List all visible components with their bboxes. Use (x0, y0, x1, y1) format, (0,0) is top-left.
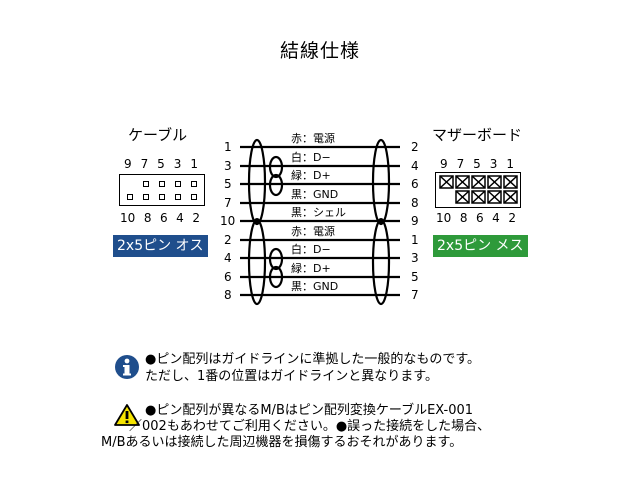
left-pin-label: 6 (224, 270, 232, 284)
right-pin-label: 7 (411, 288, 419, 302)
pin-square (191, 181, 197, 187)
wire-label-red-power: 赤：電源 (291, 132, 335, 145)
pin-square (143, 194, 149, 200)
pin-number: 3 (173, 157, 182, 171)
pin-square (159, 194, 165, 200)
pin-number: 2 (192, 211, 200, 225)
right-pin-label: 6 (411, 177, 419, 191)
wire-label-green-dplus: 緑：D+ (291, 262, 331, 275)
right-pin-label: 2 (411, 140, 419, 154)
pin-number: 7 (140, 157, 149, 171)
info-note-line2: ただし、1番の位置はガイドラインと異なります。 (145, 369, 438, 384)
pin-number: 8 (143, 211, 152, 225)
left-pin-label: 4 (224, 251, 232, 265)
pin-square (127, 194, 133, 200)
info-icon (115, 355, 139, 379)
pin-number: 5 (473, 157, 481, 171)
wire-label-black-gnd: 黒：GND (291, 280, 339, 293)
right-pin-label: 4 (411, 159, 419, 173)
mb-type-badge: 2x5ピン メス (433, 235, 528, 257)
right-pin-label: 3 (411, 251, 419, 265)
left-pin-label: 3 (224, 159, 232, 173)
left-pin-label: 2 (224, 233, 232, 247)
motherboard-title: マザーボード (432, 126, 523, 144)
pin-number: 6 (159, 211, 168, 225)
pin-number: 4 (176, 211, 184, 225)
cable-top-pin-numbers: 9 7 5 3 1 (124, 157, 198, 171)
pin-number: 1 (506, 157, 514, 171)
right-pin-label: 5 (411, 270, 419, 284)
socket-grid-icon (438, 174, 518, 204)
left-pin-label: 1 (224, 140, 232, 154)
pin-number: 4 (492, 211, 500, 225)
left-pin-label: 5 (224, 177, 232, 191)
info-note-line1: ●ピン配列はガイドラインに準拠した一般的なものです。 (145, 352, 481, 367)
warning-note-line1: ●ピン配列が異なるM/Bはピン配列変換ケーブルEX-001 (145, 403, 474, 418)
pin-number: 8 (459, 211, 468, 225)
pin-number: 9 (124, 157, 132, 171)
right-pin-label: 9 (411, 214, 419, 228)
pin-number: 10 (120, 211, 136, 225)
pin-square (159, 181, 165, 187)
wire-label-green-dplus: 緑：D+ (291, 169, 331, 182)
pin-square (191, 194, 197, 200)
pin-number: 7 (456, 157, 465, 171)
pin-number: 3 (489, 157, 498, 171)
page-title: 結線仕様 (279, 40, 360, 62)
wire-label-white-dminus: 白：D− (291, 243, 331, 256)
left-pin-label: 8 (224, 288, 232, 302)
pin-number: 2 (508, 211, 516, 225)
pin-number: 5 (157, 157, 165, 171)
wire-label-black-gnd: 黒：GND (291, 188, 339, 201)
mb-connector-female (435, 172, 521, 208)
mb-top-pin-numbers: 9 7 5 3 1 (440, 157, 514, 171)
wire-label-white-dminus: 白：D− (291, 151, 331, 164)
cable-bottom-pin-numbers: 10 8 6 4 2 (120, 211, 200, 225)
pin-number: 10 (436, 211, 452, 225)
warning-note-line3: M/Bあるいは接続した周辺機器を損傷するおそれがあります。 (101, 435, 463, 450)
cable-connector-male (119, 174, 205, 206)
cable-type-badge: 2x5ピン オス (113, 235, 208, 257)
wire-label-red-power: 赤：電源 (291, 225, 335, 238)
warning-note-line2: ／002もあわせてご利用ください。●誤った接続をした場合、 (129, 419, 491, 434)
cable-title: ケーブル (128, 126, 188, 144)
right-pin-label: 1 (411, 233, 419, 247)
left-pin-label: 7 (224, 196, 232, 210)
left-pin-label: 10 (220, 214, 236, 228)
pin-number: 6 (475, 211, 484, 225)
pin-number: 9 (440, 157, 448, 171)
wire-label-black-shield: 黒：シェル (291, 206, 346, 219)
pin-number: 1 (190, 157, 198, 171)
mb-bottom-pin-numbers: 10 8 6 4 2 (436, 211, 516, 225)
pin-square (175, 194, 181, 200)
warning-icon (114, 404, 140, 426)
pin-square (143, 181, 149, 187)
pin-square (175, 181, 181, 187)
right-pin-label: 8 (411, 196, 419, 210)
